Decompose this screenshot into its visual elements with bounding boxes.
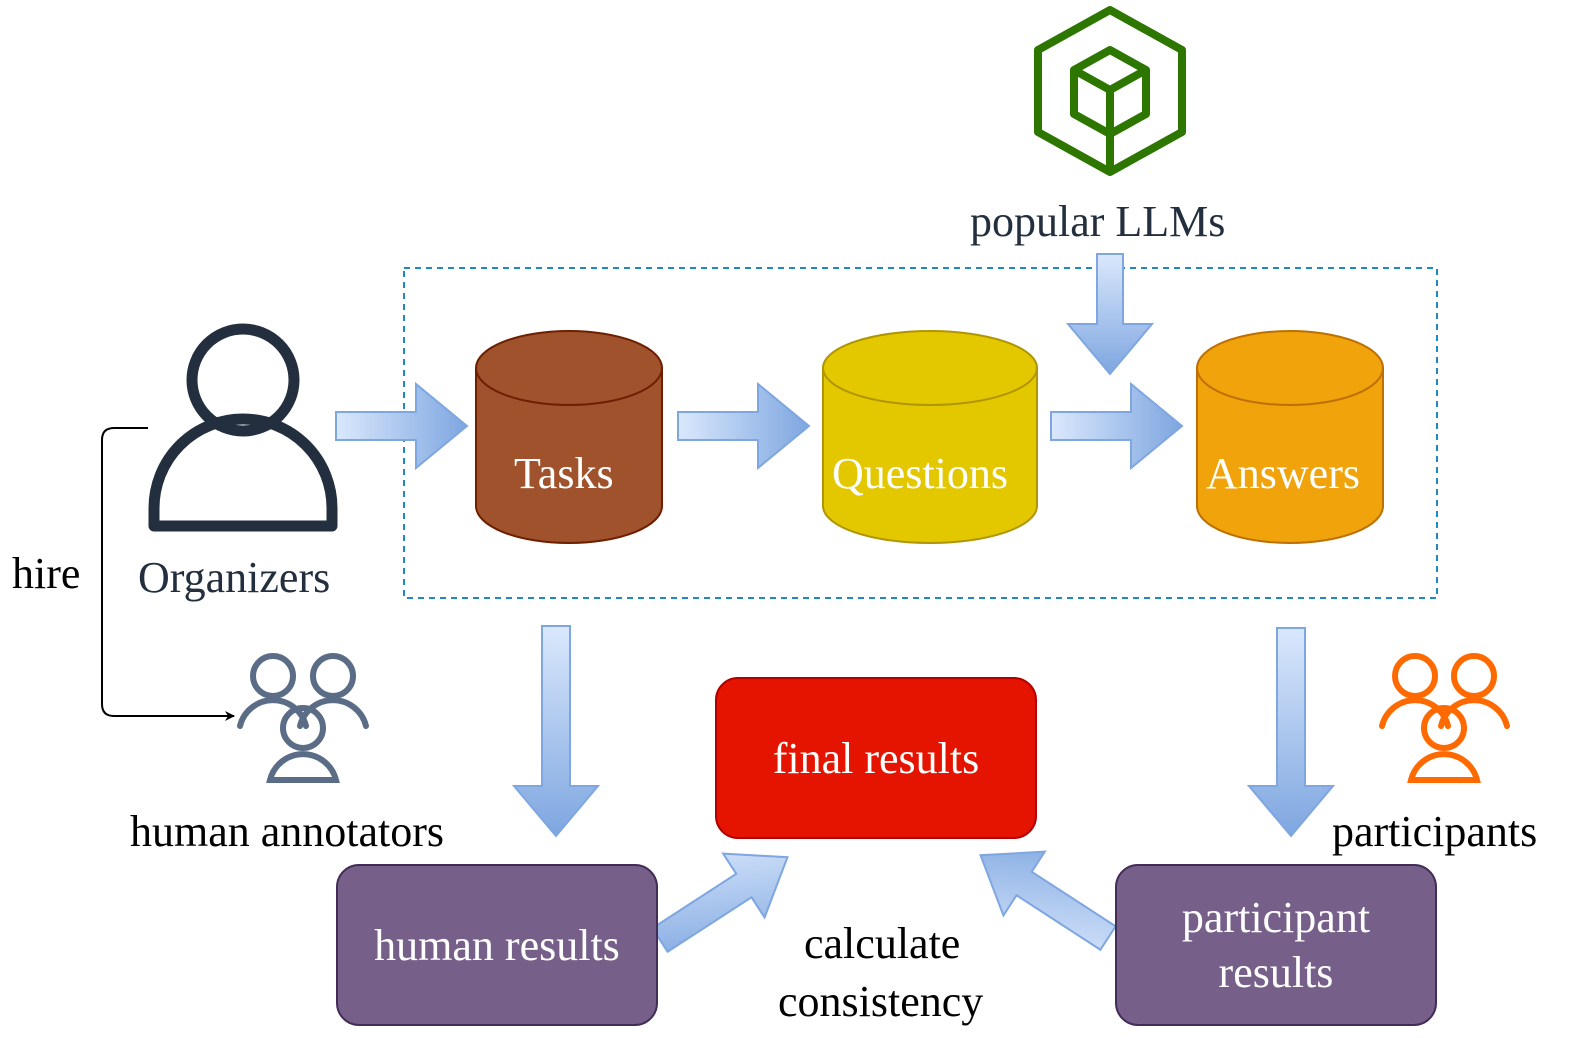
cube-icon: [1034, 6, 1186, 176]
arrow-to-human-results: [511, 625, 601, 838]
arrow-to-participant-results: [1246, 627, 1336, 838]
questions-label: Questions: [832, 449, 1008, 498]
participants-label: participants: [1332, 807, 1538, 856]
hire-label: hire: [12, 549, 81, 598]
human-results-box: [336, 864, 658, 1026]
calculate-consistency-label-line1: calculate: [804, 919, 961, 968]
final-results-label: final results: [772, 733, 980, 783]
organizers-label: Organizers: [138, 553, 331, 602]
arrow-questions-to-answers: [1050, 381, 1184, 471]
human-annotators-label: human annotators: [130, 807, 445, 856]
annotators-group-icon: [237, 653, 369, 783]
final-results-box: [715, 677, 1037, 839]
arrow-organizers-to-tasks: [335, 381, 469, 471]
arrow-llms-to-answers: [1065, 253, 1155, 376]
participant-results-box: [1115, 864, 1437, 1026]
popular-llms-label: popular LLMs: [970, 197, 1226, 246]
participants-group-icon: [1379, 653, 1510, 783]
arrow-participant-to-final: [979, 850, 1118, 952]
answers-database: [1196, 330, 1384, 544]
calculate-consistency-label-line2: consistency: [778, 977, 984, 1026]
tasks-database: [475, 330, 663, 544]
participant-results-line2: results: [1218, 948, 1334, 997]
answers-label: Answers: [1206, 449, 1360, 498]
questions-database: [822, 330, 1038, 544]
user-icon: [148, 323, 338, 532]
tasks-label: Tasks: [514, 449, 614, 498]
hire-connector: [101, 427, 235, 721]
human-results-label: human results: [374, 920, 620, 970]
arrow-human-to-final: [650, 852, 789, 954]
arrow-tasks-to-questions: [677, 381, 811, 471]
participant-results-label: participant results: [1116, 865, 1436, 1025]
participant-results-line1: participant: [1181, 893, 1371, 942]
